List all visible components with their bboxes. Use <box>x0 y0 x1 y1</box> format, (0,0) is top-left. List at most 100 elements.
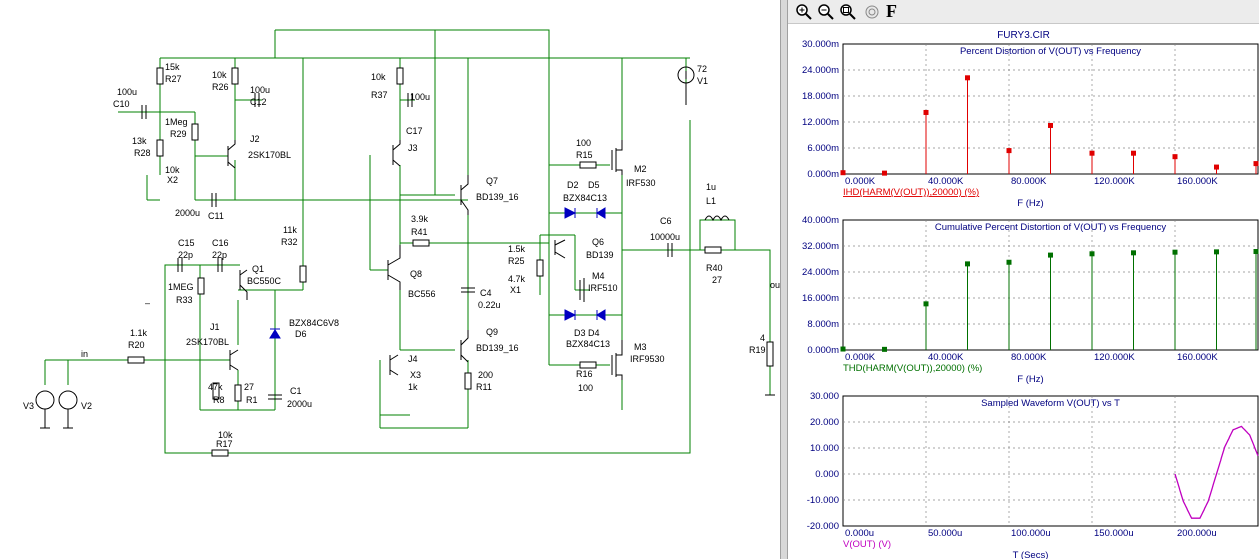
svg-text:10k: 10k <box>165 165 180 175</box>
svg-text:R26: R26 <box>212 82 229 92</box>
data-point <box>1253 161 1259 167</box>
svg-text:2SK170BL: 2SK170BL <box>248 150 291 160</box>
svg-text:V1: V1 <box>697 76 708 86</box>
svg-text:27: 27 <box>244 382 254 392</box>
svg-text:R40: R40 <box>706 263 723 273</box>
x-tick-label: 150.000u <box>1094 528 1134 539</box>
svg-text:R1: R1 <box>246 395 258 405</box>
pane-splitter[interactable] <box>780 0 788 559</box>
svg-text:ou: ou <box>770 280 780 290</box>
x-axis-label: F (Hz) <box>1017 198 1043 209</box>
trace-label: THD(HARM(V(OUT)),20000) (%) <box>843 363 982 374</box>
plot-toolbar: F <box>788 0 1259 24</box>
data-point <box>840 170 846 176</box>
svg-text:Q9: Q9 <box>486 327 498 337</box>
svg-text:R33: R33 <box>176 295 193 305</box>
svg-text:BZX84C13: BZX84C13 <box>563 193 607 203</box>
x-tick-label: 80.000K <box>1011 176 1047 187</box>
schematic-labels: 15k R27 100u C10 1Meg R29 13k R28 10k X2… <box>23 62 780 449</box>
svg-text:R28: R28 <box>134 148 151 158</box>
y-tick-label: 24.000m <box>802 267 839 278</box>
svg-text:Q6: Q6 <box>592 237 604 247</box>
svg-text:10k: 10k <box>218 430 233 440</box>
svg-text:1.1k: 1.1k <box>130 328 148 338</box>
svg-text:X1: X1 <box>510 285 521 295</box>
svg-text:V2: V2 <box>81 401 92 411</box>
data-point <box>965 261 970 267</box>
circuit-file-title: FURY3.CIR <box>997 30 1050 41</box>
data-point <box>1214 249 1219 255</box>
svg-text:1Meg: 1Meg <box>165 117 188 127</box>
x-tick-label: 50.000u <box>928 528 962 539</box>
svg-text:R25: R25 <box>508 256 525 266</box>
zoom-fit-icon[interactable] <box>838 2 858 22</box>
svg-text:10k: 10k <box>212 70 227 80</box>
svg-text:C16: C16 <box>212 238 229 248</box>
svg-text:V3: V3 <box>23 401 34 411</box>
schematic-capacitors <box>141 93 673 400</box>
data-point <box>1172 249 1178 255</box>
pan-icon[interactable] <box>862 2 882 22</box>
data-point <box>1006 259 1012 265</box>
x-tick-label: 160.000K <box>1177 352 1218 363</box>
svg-text:IRF530: IRF530 <box>626 178 656 188</box>
y-tick-label: 32.000m <box>802 241 839 252</box>
svg-text:M4: M4 <box>592 271 605 281</box>
x-tick-label: 80.000K <box>1011 352 1047 363</box>
svg-text:4: 4 <box>760 333 765 343</box>
svg-text:BD139_16: BD139_16 <box>476 192 519 202</box>
svg-text:47k: 47k <box>208 382 223 392</box>
svg-text:R37: R37 <box>371 90 388 100</box>
y-tick-label: -20.000 <box>807 521 839 532</box>
svg-text:C17: C17 <box>406 126 423 136</box>
schematic-canvas[interactable]: 15k R27 100u C10 1Meg R29 13k R28 10k X2… <box>0 0 780 559</box>
y-tick-label: 16.000m <box>802 293 839 304</box>
svg-text:J2: J2 <box>250 134 260 144</box>
svg-text:R32: R32 <box>281 237 298 247</box>
svg-text:D3 D4: D3 D4 <box>574 328 600 338</box>
svg-text:IRF9530: IRF9530 <box>630 354 665 364</box>
x-axis-label: F (Hz) <box>1017 374 1043 385</box>
svg-text:10000u: 10000u <box>650 232 680 242</box>
svg-text:in: in <box>81 349 88 359</box>
zoom-in-icon[interactable] <box>794 2 814 22</box>
y-tick-label: 30.000 <box>810 391 839 402</box>
x-tick-label: 120.000K <box>1094 352 1135 363</box>
svg-text:100u: 100u <box>117 87 137 97</box>
svg-text:R27: R27 <box>165 74 182 84</box>
svg-text:BD139: BD139 <box>586 250 614 260</box>
svg-text:C11: C11 <box>208 211 224 221</box>
y-tick-label: 40.000m <box>802 215 839 226</box>
font-icon[interactable]: F <box>886 1 897 21</box>
y-tick-label: 6.000m <box>807 143 839 154</box>
svg-text:R17: R17 <box>216 439 233 449</box>
zoom-out-icon[interactable] <box>816 2 836 22</box>
plot-area[interactable]: 30.000m24.000m18.000m12.000m6.000m0.000m… <box>788 24 1259 559</box>
svg-text:BZX84C6V8: BZX84C6V8 <box>289 318 339 328</box>
svg-text:D5: D5 <box>588 180 600 190</box>
svg-text:22p: 22p <box>178 250 193 260</box>
svg-text:C1: C1 <box>290 386 302 396</box>
svg-text:4.7k: 4.7k <box>508 274 526 284</box>
svg-text:J3: J3 <box>408 143 418 153</box>
data-point <box>1048 122 1053 128</box>
svg-text:Q1: Q1 <box>252 264 264 274</box>
svg-text:10k: 10k <box>371 72 386 82</box>
y-tick-label: -10.000 <box>807 495 839 506</box>
svg-text:200: 200 <box>478 370 493 380</box>
plot-title: Cumulative Percent Distortion of V(OUT) … <box>935 222 1166 233</box>
svg-text:–: – <box>145 298 150 308</box>
svg-text:C6: C6 <box>660 216 672 226</box>
svg-text:IRF510: IRF510 <box>588 283 618 293</box>
svg-text:BC550C: BC550C <box>247 276 282 286</box>
x-tick-label: 200.000u <box>1177 528 1217 539</box>
trace-label: V(OUT) (V) <box>843 539 891 550</box>
svg-text:2000u: 2000u <box>175 208 200 218</box>
svg-text:1.5k: 1.5k <box>508 244 526 254</box>
svg-text:BZX84C13: BZX84C13 <box>566 339 610 349</box>
y-tick-label: 8.000m <box>807 319 839 330</box>
svg-text:R8: R8 <box>213 395 225 405</box>
svg-text:X2: X2 <box>167 175 178 185</box>
data-point <box>840 346 846 352</box>
